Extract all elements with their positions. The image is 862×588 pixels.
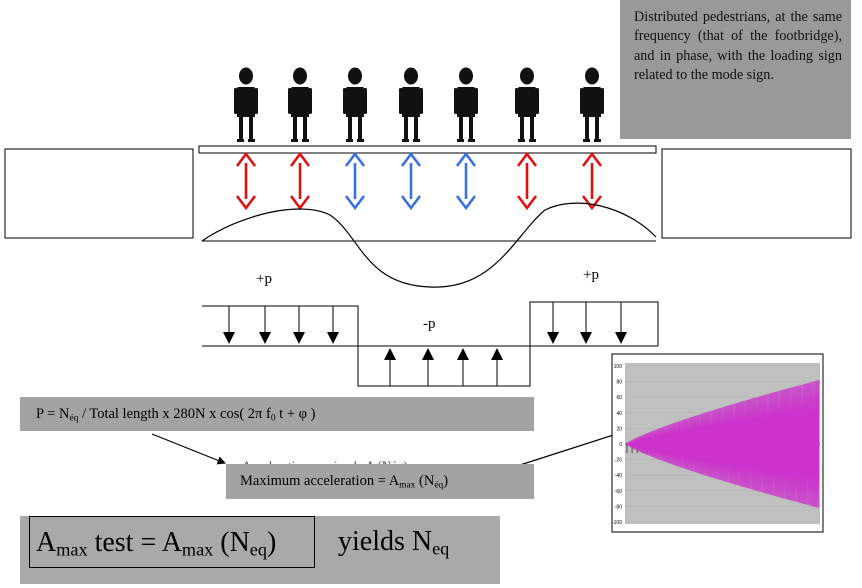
load-arrow-down-3 <box>293 306 305 344</box>
result-a2-sub: max <box>181 539 214 560</box>
load-arrow-down-6 <box>580 302 592 344</box>
pedestrians-group <box>234 67 604 142</box>
footbridge-deck <box>198 145 657 154</box>
pedestrian-4 <box>399 67 423 142</box>
left-empty-box <box>4 148 194 239</box>
chart-ytick-10: -100 <box>612 520 622 526</box>
chart-ytick-4: 20 <box>616 426 622 432</box>
chart-xtick-0 <box>626 445 628 453</box>
result-equation: Amax test = Amax (Neq) <box>29 516 315 568</box>
maxacc-sub2: éq <box>434 480 444 491</box>
chart-ytick-5: 0 <box>619 442 622 448</box>
chart-ytick-8: -60 <box>615 489 622 495</box>
result-close: ) <box>266 527 277 558</box>
pedestrian-6 <box>515 67 539 142</box>
force-arrow-2 <box>289 151 311 211</box>
load-arrow-up-1 <box>384 348 396 386</box>
formula-sub2: 0 <box>270 413 276 424</box>
load-label-right: +p <box>583 267 599 283</box>
result-neq-sub: eq <box>249 539 267 560</box>
force-arrow-3 <box>344 151 366 211</box>
force-arrow-1 <box>235 151 257 211</box>
mode-shape-curve <box>201 202 657 288</box>
vertical-force-arrows <box>235 151 603 211</box>
maxacc-sub: max <box>399 480 416 491</box>
load-arrow-down-5 <box>547 302 559 344</box>
force-arrow-5 <box>455 151 477 211</box>
maxacc-suffix: ) <box>443 473 449 489</box>
load-label-center: -p <box>423 316 436 332</box>
chart-ytick-9: -80 <box>615 504 622 510</box>
pedestrian-1 <box>234 67 258 142</box>
force-arrow-7 <box>581 151 603 211</box>
pedestrian-5 <box>454 67 478 142</box>
formula-suffix: / Total length x 280N x cos( 2π f <box>78 406 271 422</box>
load-arrow-up-4 <box>491 348 503 386</box>
chart-ytick-3: 40 <box>616 411 622 417</box>
explanation-note: Distributed pedestrians, at the same fre… <box>620 0 851 139</box>
result-neq: (N <box>213 527 250 558</box>
maxacc-mid: (N <box>415 473 435 489</box>
result-yields-text: yields N <box>338 526 433 557</box>
maxacc-prefix: Maximum acceleration = A <box>240 473 400 489</box>
formula-suffix2: t + φ ) <box>275 406 316 422</box>
hidden-text: Acceleration maximale A (Néq) <box>242 458 408 467</box>
chart-xtick-1 <box>631 445 633 453</box>
acceleration-chart: 100 80 60 40 20 0 -20 -40 -60 -80 -100 <box>611 353 824 533</box>
chart-signal <box>625 380 820 508</box>
result-a-sub: max <box>56 539 88 560</box>
max-acceleration-box: Maximum acceleration = Amax (Néq) <box>226 464 534 499</box>
load-block-center <box>357 346 531 387</box>
chart-ytick-6: -20 <box>615 458 622 464</box>
result-a: A <box>36 527 57 558</box>
pedestrian-3 <box>343 67 367 142</box>
force-arrow-4 <box>400 151 422 211</box>
load-arrow-up-2 <box>422 348 434 386</box>
load-block-right <box>529 301 659 346</box>
chart-series-line <box>625 380 820 508</box>
result-yields-sub: eq <box>432 538 450 559</box>
pedestrian-2 <box>288 67 312 142</box>
pedestrian-7 <box>580 67 604 142</box>
right-empty-box <box>661 148 852 239</box>
load-arrow-up-3 <box>457 348 469 386</box>
chart-ytick-1: 80 <box>616 380 622 386</box>
result-box: Amax test = Amax (Neq) yields Neq <box>20 516 500 584</box>
chart-ytick-2: 60 <box>616 395 622 401</box>
result-yields: yields Neq <box>338 516 449 568</box>
load-formula: P = Néq / Total length x 280N x cos( 2π … <box>20 397 534 431</box>
load-arrow-down-4 <box>327 306 339 344</box>
result-test: test = A <box>87 527 182 558</box>
load-arrow-down-1 <box>223 306 235 344</box>
load-arrows <box>223 302 627 386</box>
chart-ytick-0: 100 <box>614 364 623 370</box>
chart-ytick-7: -40 <box>615 473 622 479</box>
load-arrow-down-2 <box>259 306 271 344</box>
force-arrow-6 <box>516 151 538 211</box>
connector-formula-to-acc <box>151 433 226 465</box>
formula-sub: éq <box>69 413 79 424</box>
load-label-left: +p <box>256 271 272 287</box>
note-text: Distributed pedestrians, at the same fre… <box>634 9 842 83</box>
formula-prefix: P = N <box>36 406 70 422</box>
load-arrow-down-7 <box>615 302 627 344</box>
